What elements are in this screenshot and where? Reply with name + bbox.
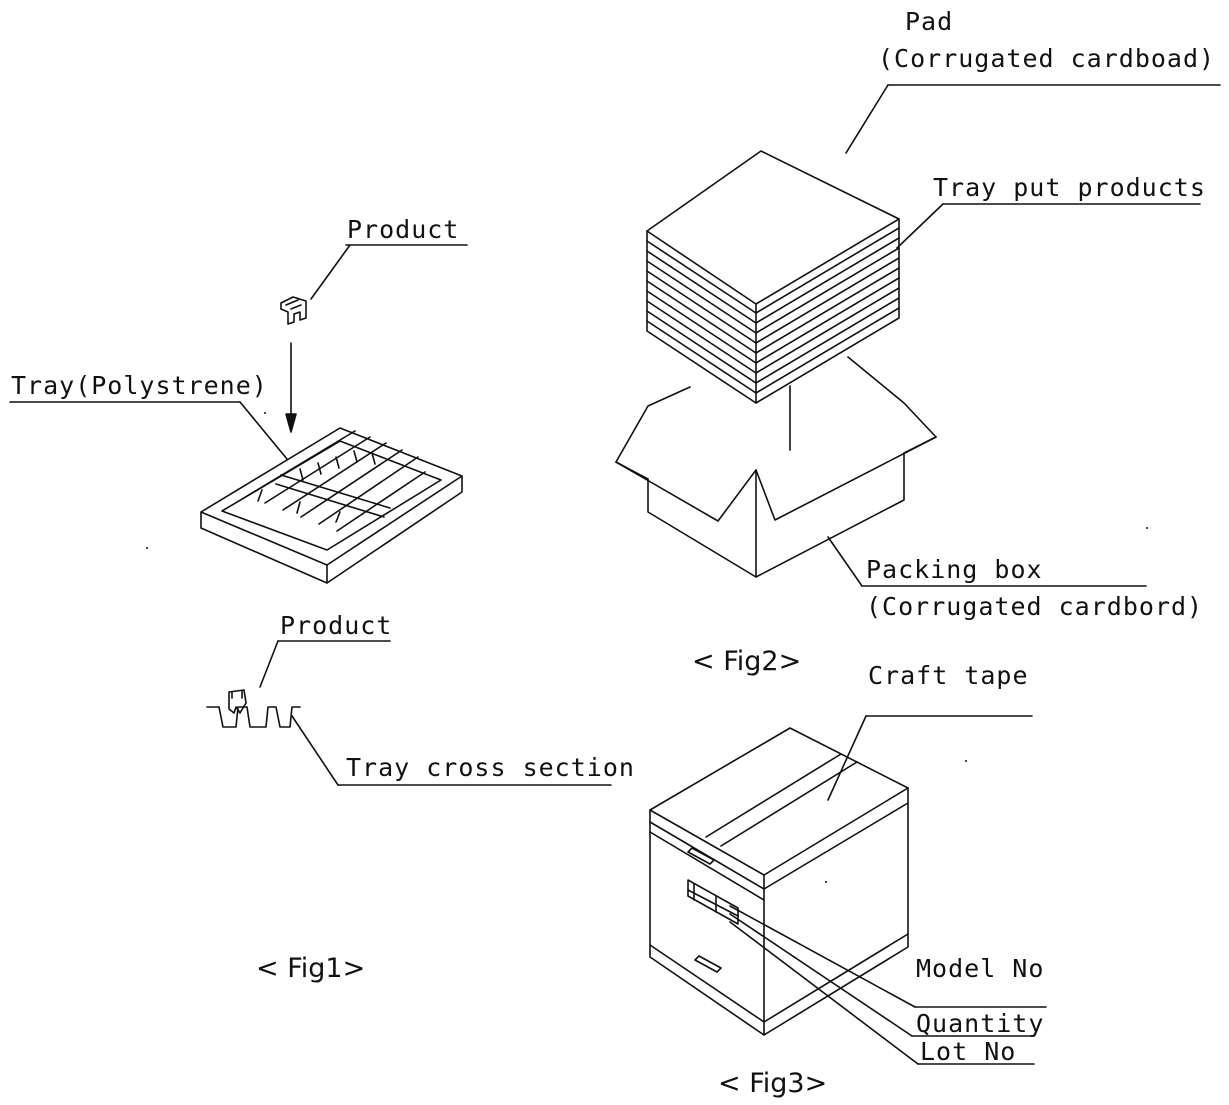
label-tray-put-products: Tray put products (933, 173, 1206, 202)
fig3-drawing (649, 715, 1047, 1065)
label-lot-no: Lot No (920, 1037, 1017, 1066)
product-leader (310, 244, 351, 300)
fig3-caption: < Fig3> (718, 1068, 828, 1099)
fig1-drawing (9, 244, 612, 786)
packing-box (615, 356, 937, 578)
label-craft-tape: Craft tape (868, 661, 1029, 690)
fig1-caption: < Fig1> (256, 953, 366, 984)
tray-stack (646, 150, 900, 404)
label-model-no: Model No (916, 954, 1045, 983)
label-packing-box: Packing box (866, 555, 1043, 584)
tray (200, 427, 463, 584)
label-tray-cross-section: Tray cross section (346, 753, 635, 782)
label-product-top: Product (347, 215, 460, 244)
label-product-cross: Product (280, 611, 393, 640)
sealed-box (649, 727, 909, 1036)
label-packing-box-material: (Corrugated cardbord) (866, 592, 1204, 621)
label-quantity: Quantity (916, 1009, 1045, 1038)
tray-cross-section (206, 689, 301, 728)
product-icon (280, 296, 307, 325)
fig2-drawing (615, 84, 1221, 587)
label-tray: Tray(Polystrene) (11, 371, 268, 400)
label-pad-material: (Corrugated cardboad) (878, 44, 1216, 73)
fig2-caption: < Fig2> (692, 646, 802, 677)
label-pad: Pad (905, 7, 954, 36)
down-arrow-icon (285, 342, 297, 433)
